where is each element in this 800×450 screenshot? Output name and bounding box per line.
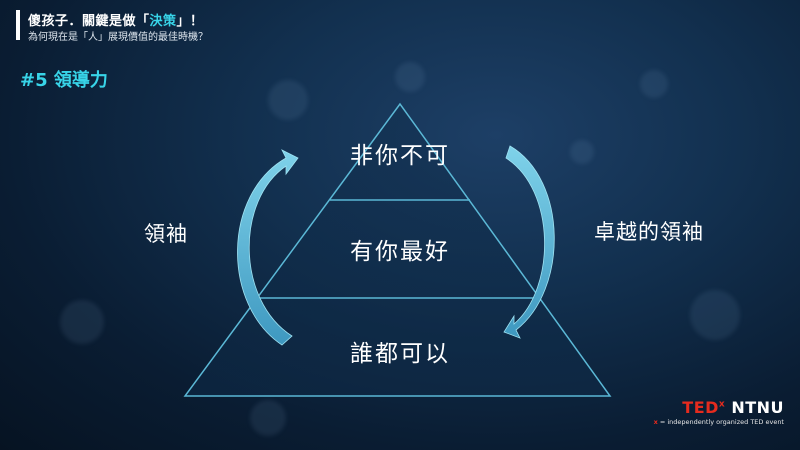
header-accent-bar <box>16 10 20 40</box>
header-title: 傻孩子．關鍵是做「決策」！ <box>28 14 204 29</box>
logo-ted: TED <box>682 398 719 417</box>
logo-name: NTNU <box>731 398 784 417</box>
right-label: 卓越的領袖 <box>594 220 704 244</box>
pyramid-middle-label: 有你最好 <box>350 239 450 265</box>
bokeh-light <box>640 70 668 98</box>
logo-x: x <box>718 399 726 410</box>
header-subtitle: 為何現在是「人」展現價值的最佳時機？ <box>28 32 208 43</box>
bokeh-light <box>395 62 425 92</box>
right-curved-arrow <box>503 145 555 339</box>
pyramid-top-label: 非你不可 <box>350 143 450 169</box>
bokeh-light <box>250 400 286 436</box>
logo-tagline: x = independently organized TED event <box>653 418 784 426</box>
bokeh-light <box>690 290 740 340</box>
header-title-highlight: 決策 <box>149 14 177 29</box>
section-title: #5 領導力 <box>20 70 108 91</box>
left-curved-arrow <box>237 149 299 346</box>
left-label: 領袖 <box>144 222 188 246</box>
bokeh-light <box>570 140 594 164</box>
bokeh-light <box>60 300 104 344</box>
tedx-logo: TEDx NTNU x = independently organized TE… <box>654 398 784 426</box>
bokeh-light <box>268 80 308 120</box>
pyramid-bottom-label: 誰都可以 <box>350 341 450 367</box>
pyramid-outline <box>183 102 612 397</box>
